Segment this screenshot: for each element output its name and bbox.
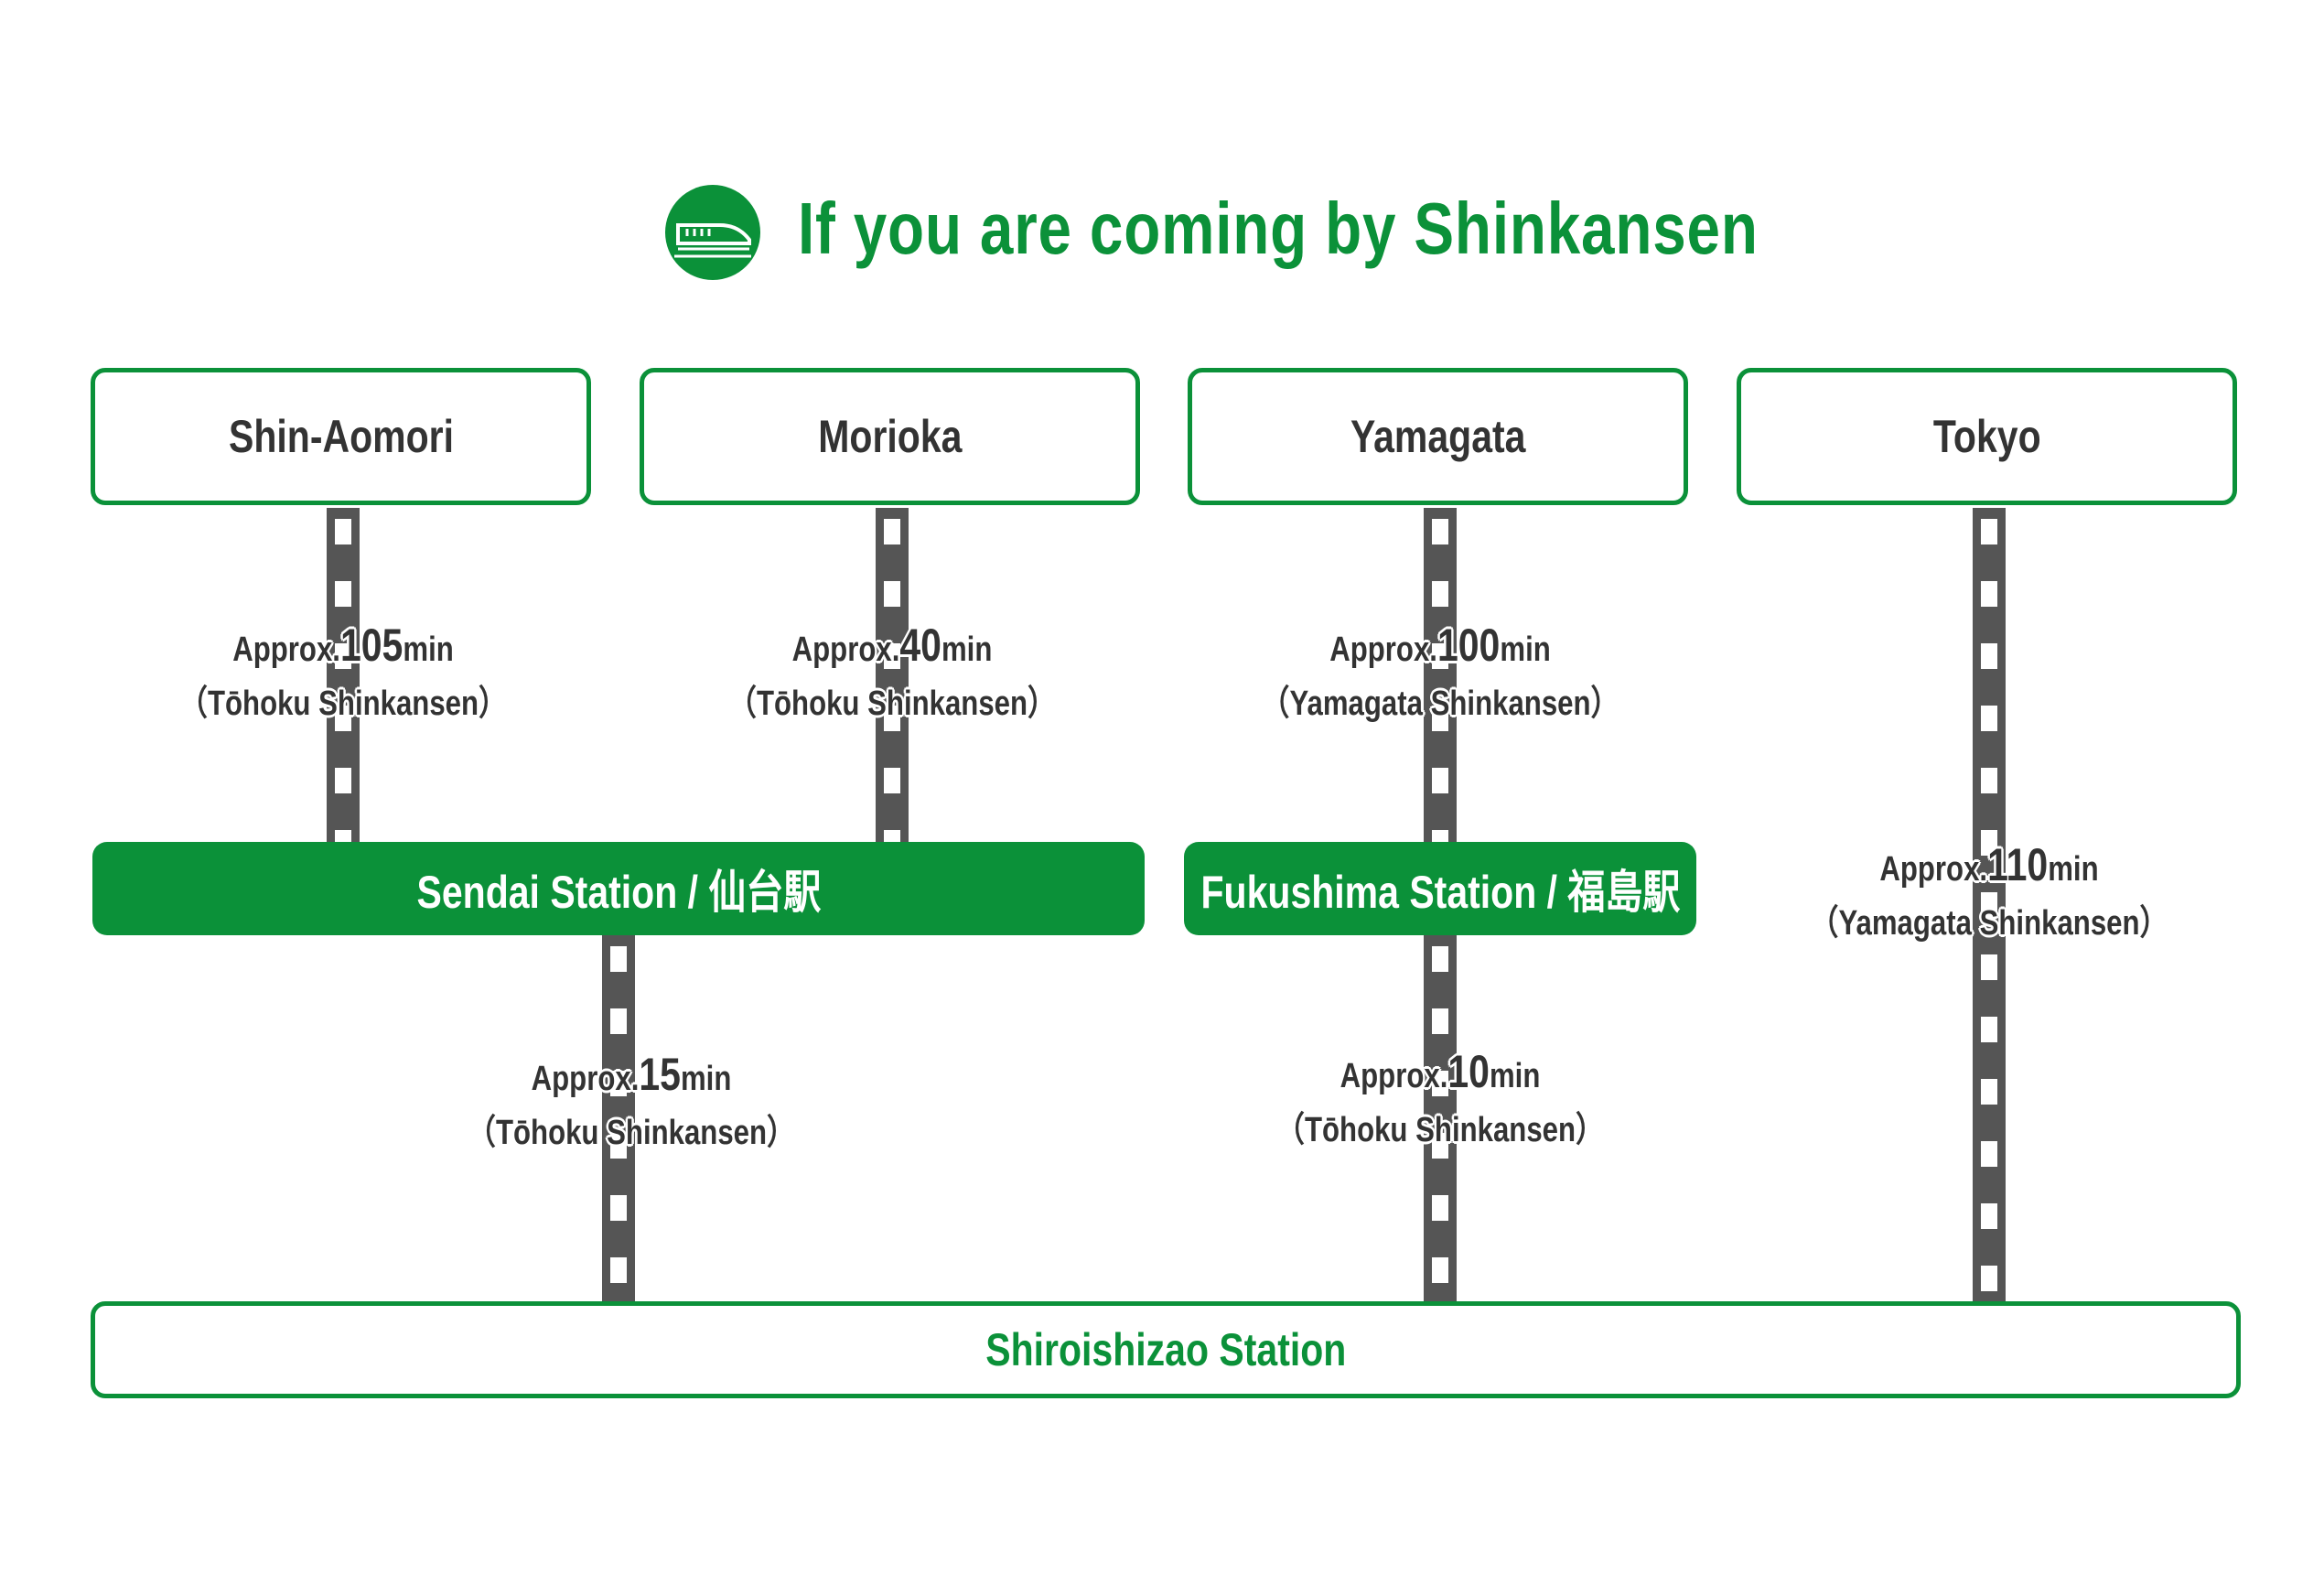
track-tokyo-shiroishizao [1973,508,2006,1301]
origin-station-label: Yamagata [1350,411,1526,462]
travel-time-shin-aomori: Approx.105min （Tōhoku Shinkansen） [114,619,572,731]
origin-station-shin-aomori: Shin-Aomori [91,368,591,505]
travel-time-yamagata: Approx.100min （Yamagata Shinkansen） [1211,619,1669,731]
travel-time-duration: Approx.110min [1879,839,2099,890]
travel-time-line: （Tōhoku Shinkansen） [1275,1111,1605,1149]
travel-time-line: （Yamagata Shinkansen） [1810,904,2168,943]
travel-time-morioka: Approx.40min （Tōhoku Shinkansen） [663,619,1121,731]
origin-station-yamagata: Yamagata [1188,368,1688,505]
travel-time-line: （Yamagata Shinkansen） [1261,685,1619,723]
destination-station: Shiroishizao Station [91,1301,2241,1398]
travel-time-duration: Approx.40min [791,620,993,671]
travel-time-duration: Approx.105min [232,620,454,671]
hub-station-sendai: Sendai Station / 仙台駅 [92,842,1145,935]
origin-station-morioka: Morioka [640,368,1140,505]
travel-time-line: （Tōhoku Shinkansen） [467,1114,796,1152]
travel-time-fukushima: Approx.10min （Tōhoku Shinkansen） [1211,1045,1669,1158]
travel-time-duration: Approx.100min [1329,620,1551,671]
page-title: If you are coming by Shinkansen [798,188,1759,269]
travel-time-tokyo: Approx.110min （Yamagata Shinkansen） [1760,838,2218,951]
origin-station-label: Morioka [817,411,963,462]
page-header: If you are coming by Shinkansen [0,174,2324,284]
track-sendai-shiroishizao [602,935,635,1301]
track-morioka-sendai [876,508,909,842]
travel-time-duration: Approx.10min [1340,1046,1541,1097]
origin-station-label: Tokyo [1932,411,2041,462]
hub-station-label: Fukushima Station / 福島駅 [1200,867,1680,918]
track-shin-aomori-sendai [327,508,360,842]
destination-station-label: Shiroishizao Station [984,1324,1347,1375]
origin-station-tokyo: Tokyo [1737,368,2237,505]
travel-time-line: （Tōhoku Shinkansen） [178,685,508,723]
travel-time-line: （Tōhoku Shinkansen） [727,685,1057,723]
shinkansen-train-icon [665,185,760,280]
hub-station-label: Sendai Station / 仙台駅 [416,867,821,918]
travel-time-sendai: Approx.15min （Tōhoku Shinkansen） [403,1048,860,1160]
hub-station-fukushima: Fukushima Station / 福島駅 [1184,842,1696,935]
track-yamagata-fukushima [1424,508,1457,842]
track-fukushima-shiroishizao [1424,935,1457,1301]
origin-station-label: Shin-Aomori [228,411,454,462]
travel-time-duration: Approx.15min [531,1049,732,1100]
